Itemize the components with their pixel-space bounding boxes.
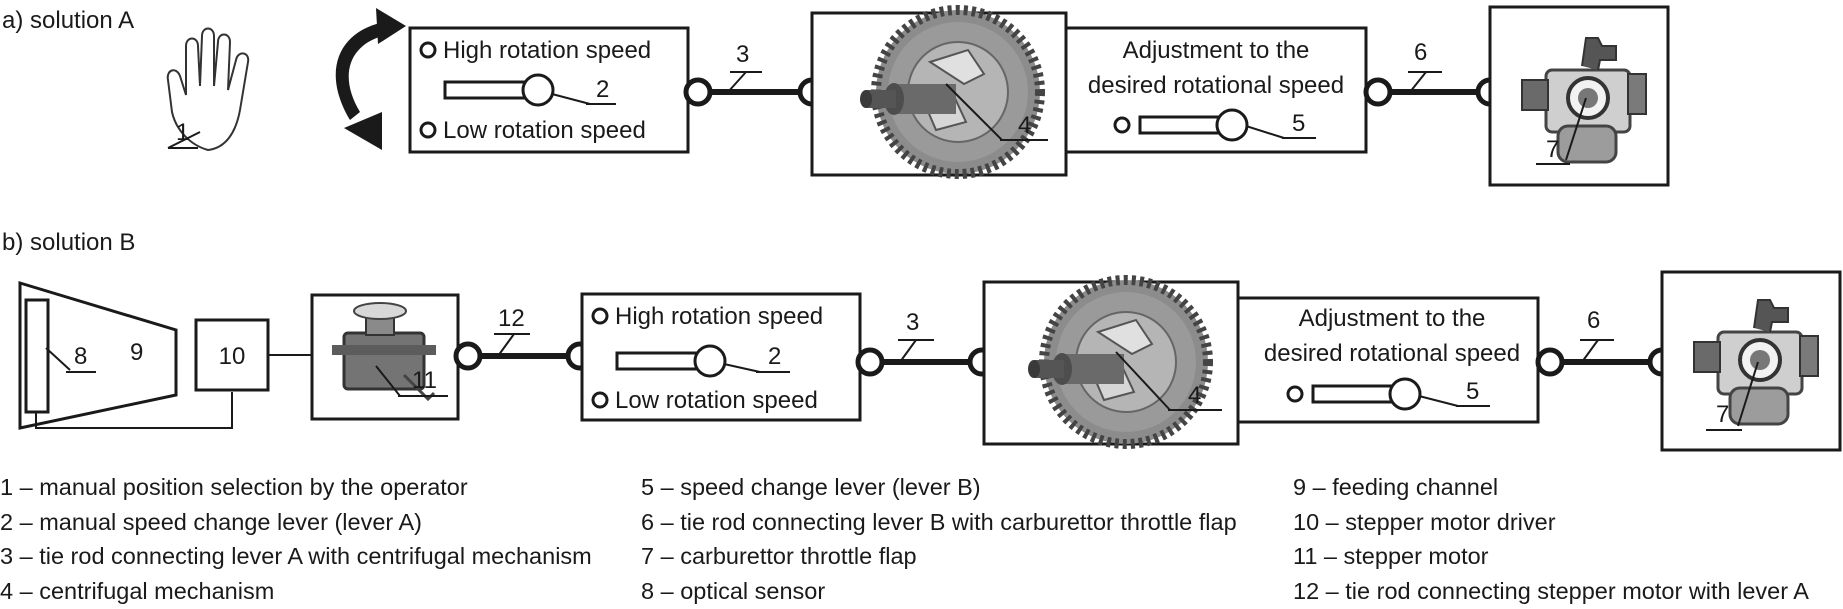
leader-11 [375, 365, 401, 397]
lever-a-knob [521, 73, 555, 107]
lever-a-bar-b [615, 351, 699, 371]
leader-6b [1581, 339, 1599, 363]
label-7b: 7 [1716, 401, 1729, 428]
label-10: 10 [219, 343, 246, 370]
tie-rod-6 [1363, 77, 1505, 107]
low-speed-label: Low rotation speed [443, 117, 646, 144]
lever-b-pivot-icon [1113, 116, 1131, 134]
high-speed-label: High rotation speed [443, 37, 651, 64]
legend-column-1: 1 – manual position selection by the ope… [0, 470, 592, 608]
lever-b-label-line1-b: Adjustment to the [1299, 305, 1486, 332]
lever-a-bar [443, 80, 527, 100]
lever-b-pivot-icon-b [1286, 385, 1304, 403]
legend-item: 12 – tie rod connecting stepper motor wi… [1293, 577, 1809, 604]
low-speed-marker-icon [419, 121, 437, 139]
legend-item: 11 – stepper motor [1293, 543, 1489, 569]
legend-item: 3 – tie rod connecting lever A with cent… [0, 543, 592, 569]
optical-sensor [24, 298, 50, 414]
legend-item: 5 – speed change lever (lever B) [641, 474, 981, 500]
label-5: 5 [1292, 110, 1305, 137]
hand-icon [166, 27, 250, 152]
label-6: 6 [1414, 39, 1427, 66]
leader-3 [727, 71, 747, 93]
leader-5 [1245, 125, 1285, 139]
label-8: 8 [74, 343, 87, 370]
leader-1 [167, 131, 201, 149]
leader-3b [899, 339, 917, 363]
label-7: 7 [1546, 136, 1559, 163]
tie-rod-3b [855, 347, 997, 377]
leader-4b [1115, 351, 1171, 411]
label-11: 11 [412, 367, 437, 394]
leader-2 [551, 93, 591, 105]
legend-column-3: 9 – feeding channel 10 – stepper motor d… [1293, 470, 1809, 608]
mechanism-diagram: a) solution A 1 High rotation speed 2 Lo… [2, 0, 1842, 452]
heading-solution-b: b) solution B [2, 229, 135, 256]
label-3: 3 [736, 41, 749, 68]
leader-7 [1565, 97, 1587, 161]
leader-8 [45, 347, 71, 371]
leader-2b [723, 363, 761, 373]
label-5b: 5 [1466, 378, 1479, 405]
lever-b-knob-b [1388, 377, 1422, 411]
lever-b-knob [1215, 108, 1249, 142]
label-4: 4 [1018, 112, 1031, 139]
legend-item: 1 – manual position selection by the ope… [0, 474, 468, 500]
switch-arrows-icon [335, 8, 406, 150]
label-2: 2 [596, 76, 609, 103]
leader-5b [1418, 395, 1459, 407]
high-speed-marker-icon [419, 41, 437, 59]
low-speed-label-b: Low rotation speed [615, 387, 818, 414]
tie-rod-6b [1535, 347, 1677, 377]
legend-item: 8 – optical sensor [641, 577, 826, 604]
lever-b-label-line2: desired rotational speed [1088, 72, 1344, 99]
tie-rod-12 [453, 341, 595, 371]
legend-column-2: 5 – speed change lever (lever B) 6 – tie… [641, 470, 1237, 608]
low-speed-marker-icon-b [591, 391, 609, 409]
leader-12 [497, 333, 515, 357]
legend-item: 7 – carburettor throttle flap [641, 543, 917, 569]
legend-item: 10 – stepper motor driver [1293, 508, 1556, 535]
lever-b-label-line1: Adjustment to the [1123, 37, 1310, 64]
legend-item: 2 – manual speed change lever (lever A) [0, 508, 422, 535]
feeding-channel [18, 280, 178, 430]
leader-4 [945, 83, 1003, 141]
label-6b: 6 [1587, 307, 1600, 334]
label-9: 9 [130, 339, 143, 366]
heading-solution-a: a) solution A [2, 7, 134, 34]
high-speed-label-b: High rotation speed [615, 303, 823, 330]
legend-item: 9 – feeding channel [1293, 474, 1499, 500]
legend-item: 6 – tie rod connecting lever B with carb… [641, 508, 1237, 535]
label-3b: 3 [906, 309, 919, 336]
label-1: 1 [176, 119, 189, 146]
tie-rod-3 [683, 77, 827, 107]
legend-item: 4 – centrifugal mechanism [0, 577, 275, 604]
lever-b-label-line2-b: desired rotational speed [1264, 340, 1520, 367]
leader-7b [1737, 361, 1759, 427]
label-12: 12 [498, 305, 525, 332]
high-speed-marker-icon-b [591, 307, 609, 325]
lever-a-knob-b [693, 344, 727, 378]
label-4b: 4 [1188, 382, 1201, 409]
sensor-wire [35, 392, 233, 429]
leader-6 [1409, 71, 1427, 93]
label-2b: 2 [768, 343, 781, 370]
